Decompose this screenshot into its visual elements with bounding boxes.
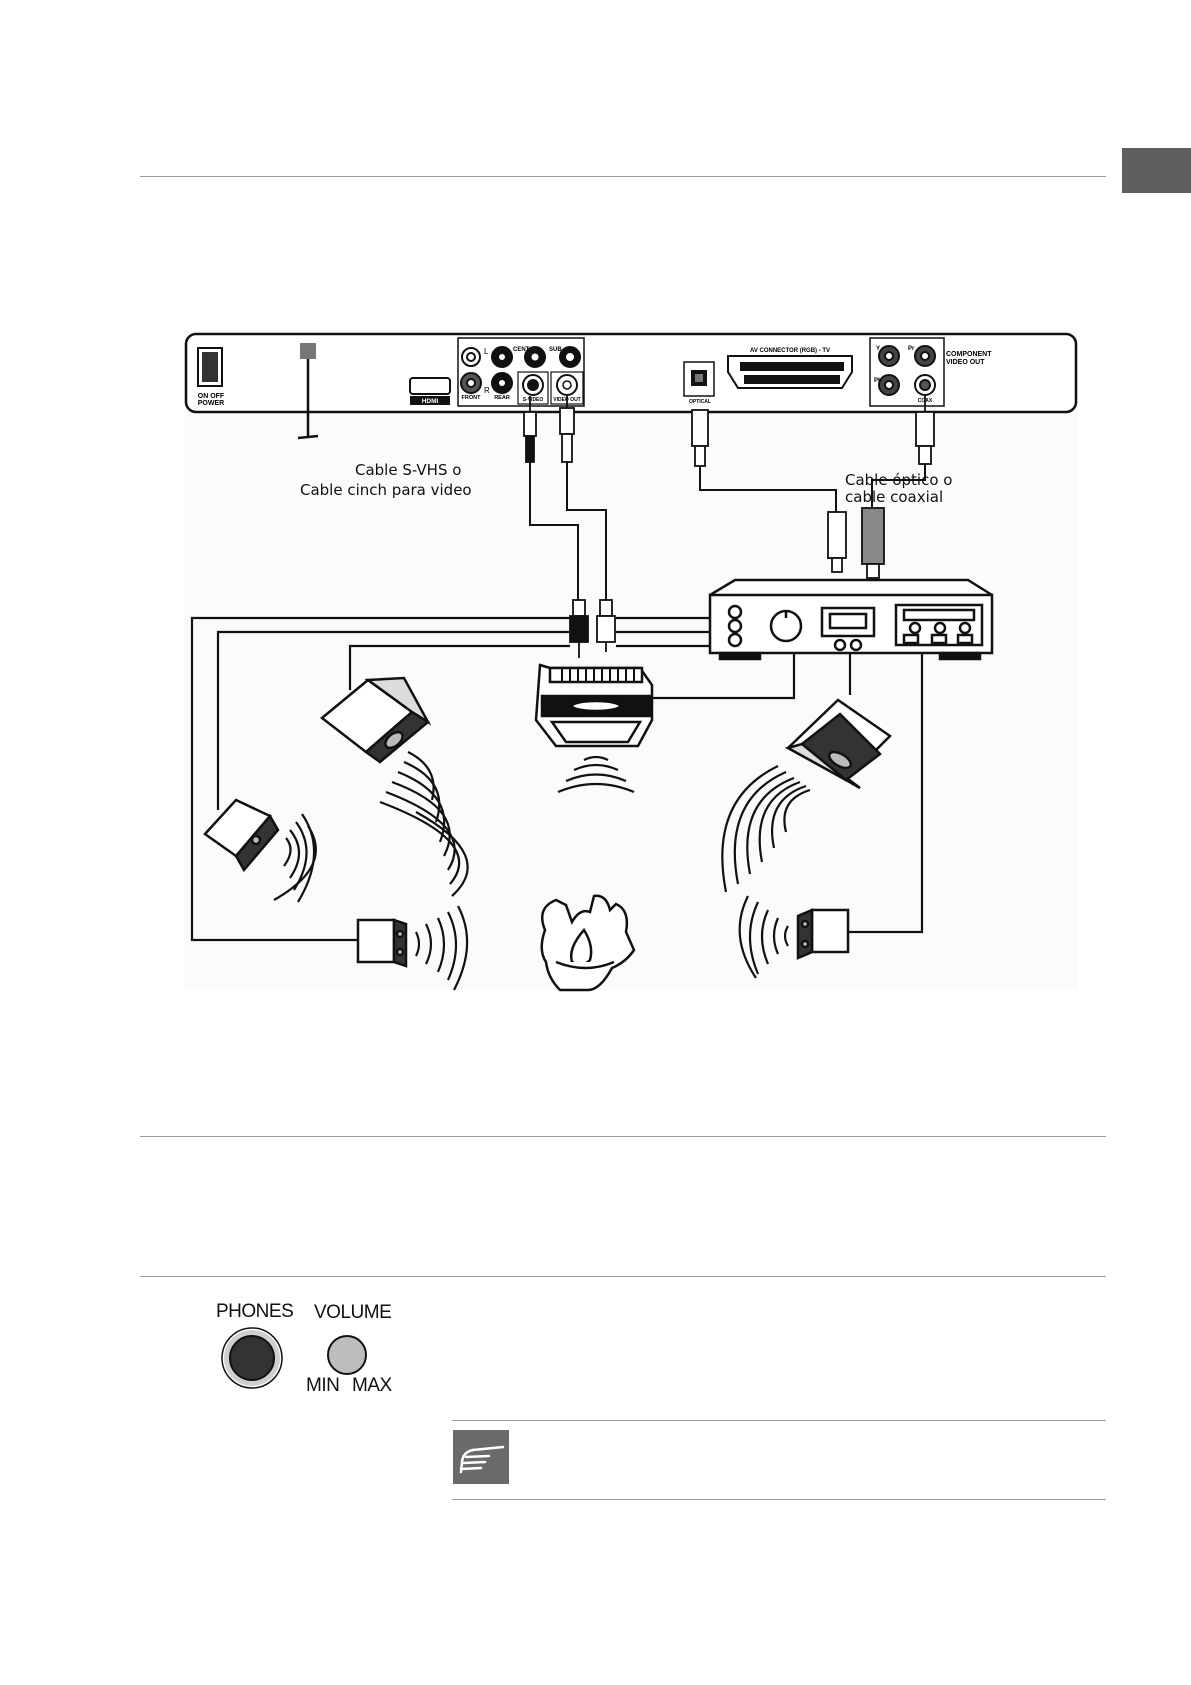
rear-right-speaker xyxy=(798,910,848,958)
pr-label: Pr xyxy=(908,346,915,352)
svhs-cable-label-line1: Cable S-VHS o xyxy=(355,461,461,479)
rear-label: REAR xyxy=(494,395,510,401)
hdmi-label: HDMI xyxy=(422,398,439,405)
av-receiver xyxy=(710,580,992,659)
front-left-speaker xyxy=(322,678,428,762)
r-label: R xyxy=(484,386,490,395)
volume-max-label: MAX xyxy=(352,1375,392,1397)
component-block xyxy=(870,338,944,406)
tv-display xyxy=(536,665,652,746)
note-icon-box xyxy=(453,1430,509,1484)
pointing-hand-icon xyxy=(453,1430,509,1484)
front-label: FRONT xyxy=(462,395,482,401)
sub-label: SUB xyxy=(549,347,562,353)
optical-cable-label-line1: Cable óptico o xyxy=(845,471,952,489)
optical-plug xyxy=(692,410,708,466)
cord-plug xyxy=(300,343,316,359)
front-left-sound-waves xyxy=(380,752,468,896)
side-left-sound-waves xyxy=(274,814,316,902)
receiver-input-plugs xyxy=(828,508,884,578)
rear-left-sound-waves xyxy=(416,906,467,990)
center-sound-waves xyxy=(558,757,634,792)
pb-label: Pb xyxy=(874,378,882,384)
volume-min-label: MIN xyxy=(306,1375,339,1397)
connection-diagram: ON OFF POWER HDMI L R CENT SUB FRONT REA… xyxy=(0,0,1191,1000)
component-label-1: COMPONENT xyxy=(946,351,992,358)
svideo-label: S-VIDEO xyxy=(523,397,544,403)
side-left-speaker xyxy=(205,800,278,870)
video-plugs-to-tv xyxy=(570,600,615,658)
y-label: Y xyxy=(876,346,880,352)
volume-knob xyxy=(328,1336,366,1374)
listener-figure xyxy=(542,896,634,990)
note-top-rule xyxy=(452,1420,1106,1421)
power-label-2: POWER xyxy=(198,400,224,407)
rear-left-speaker xyxy=(358,920,406,966)
optical-label: OPTICAL xyxy=(689,399,711,405)
l-label: L xyxy=(484,347,489,356)
power-label-1: ON OFF xyxy=(198,393,225,400)
note-bottom-rule xyxy=(452,1499,1106,1500)
front-right-sound-waves xyxy=(722,766,810,892)
section-rule-2 xyxy=(140,1276,1106,1277)
front-right-speaker xyxy=(788,700,890,788)
rear-right-sound-waves xyxy=(740,896,788,978)
component-label-2: VIDEO OUT xyxy=(946,359,985,366)
optical-cable-label-line2: cable coaxial xyxy=(845,488,943,506)
section-rule-1 xyxy=(140,1136,1106,1137)
cent-label: CENT xyxy=(513,347,530,353)
hdmi-port xyxy=(410,378,450,394)
av-connector-label: AV CONNECTOR (RGB) - TV xyxy=(750,348,830,354)
svhs-cable-label-line2: Cable cinch para video xyxy=(300,481,472,499)
